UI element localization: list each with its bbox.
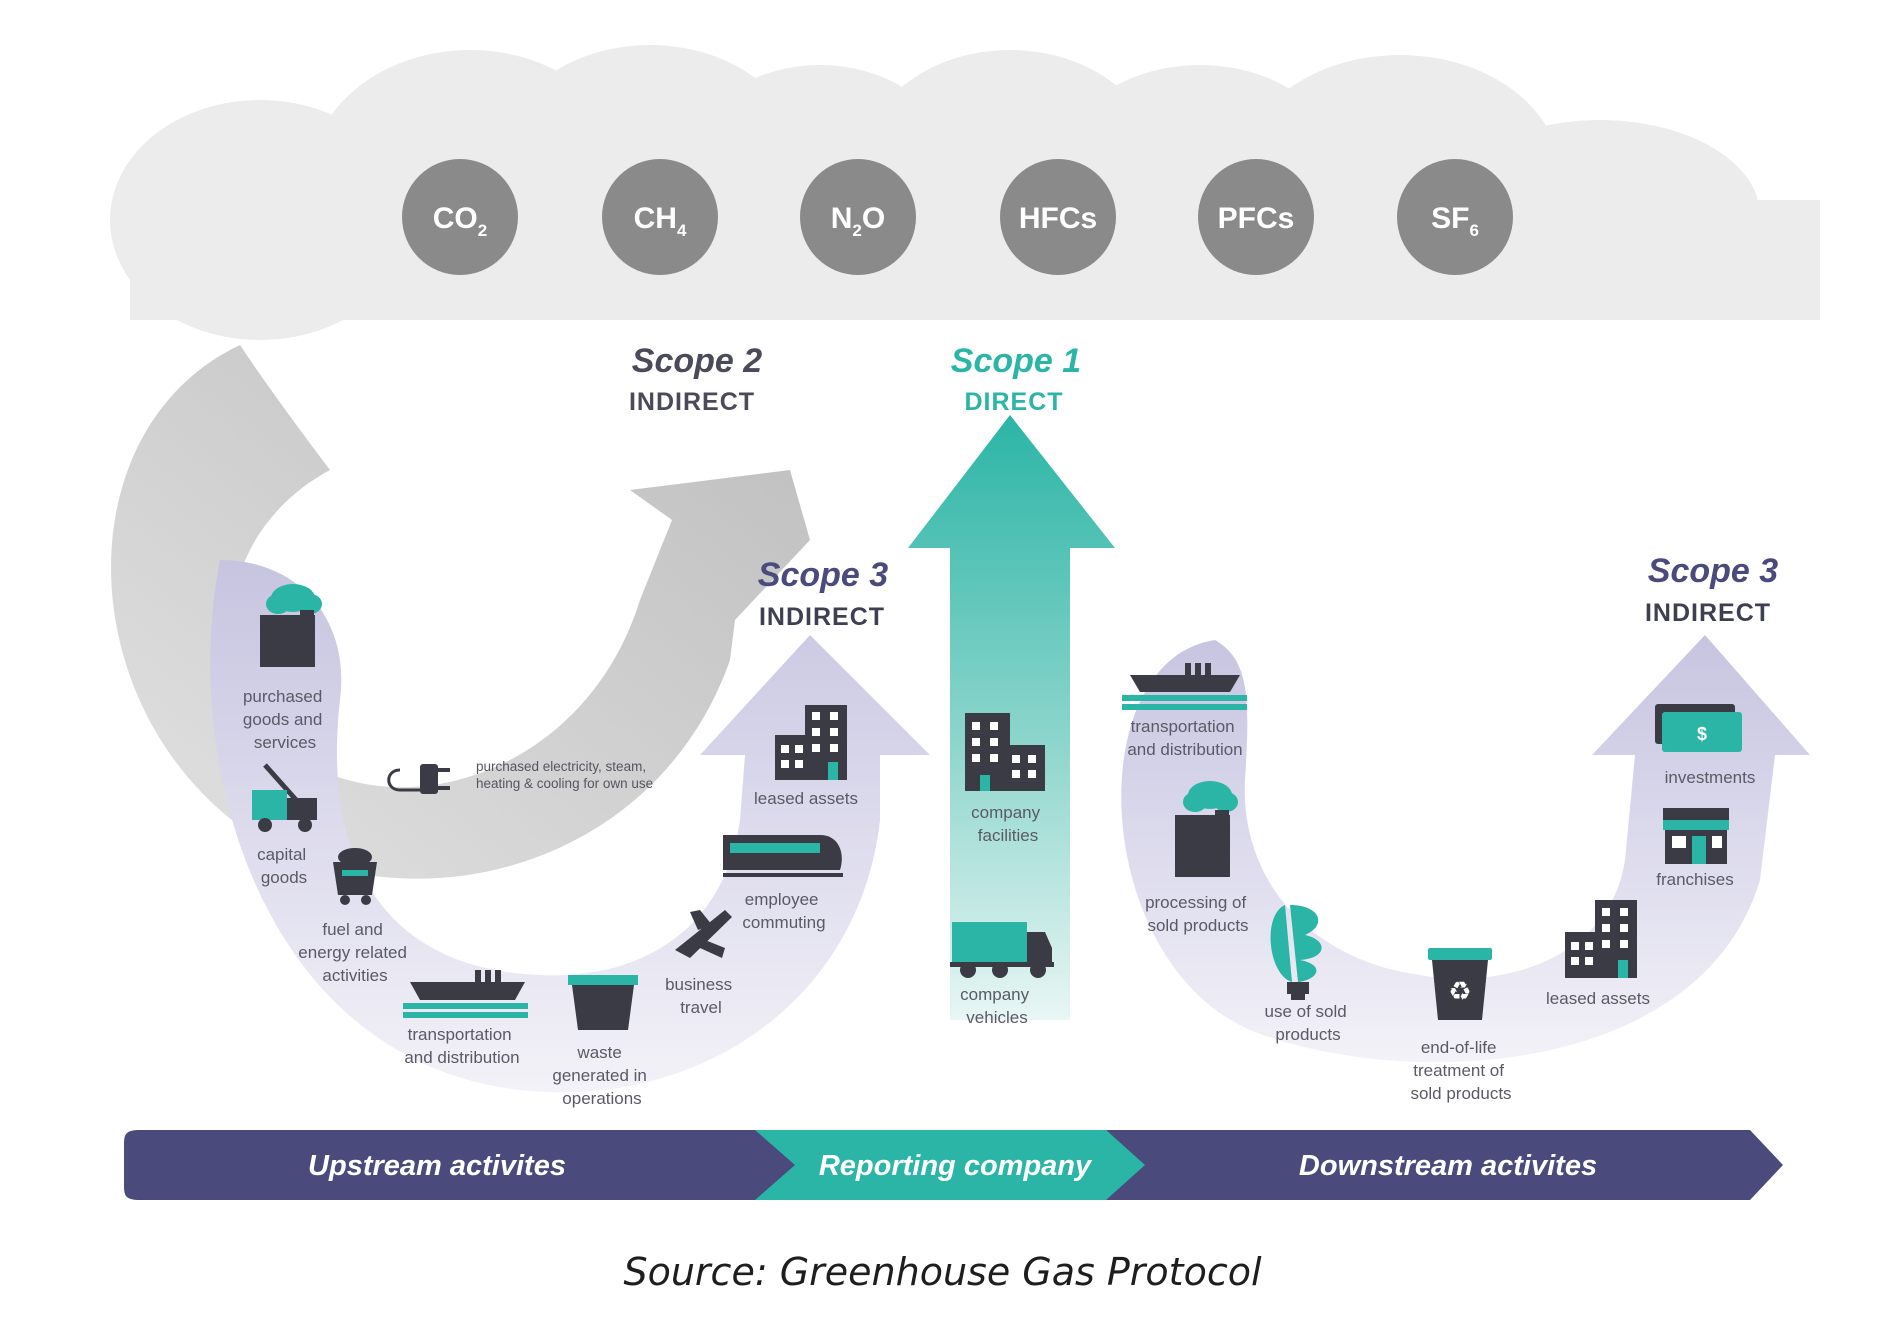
scope2-item-label: purchased electricity, steam, heating & … — [476, 759, 653, 791]
upstream-leased-assets-label: leased assets — [754, 789, 858, 808]
recycle-bin-icon: ♻ — [1428, 948, 1492, 1020]
svg-text:N2O: N2O — [831, 202, 885, 240]
upstream-employee-commuting-label: employee commuting — [742, 890, 825, 932]
upstream-business-travel-label: business travel — [665, 975, 737, 1017]
svg-text:Scope 3: Scope 3 — [1648, 552, 1778, 590]
svg-text:Scope 2: Scope 2 — [632, 342, 762, 380]
ship-icon-downstream — [1122, 663, 1247, 710]
scope3-upstream-label: Scope 3 INDIRECT — [758, 556, 888, 631]
company-facilities-icon — [965, 713, 1045, 791]
gas-n2o: N2O — [800, 159, 916, 275]
gas-circles: CO2 CH4 N2O HFCs PFCs SF6 — [402, 159, 1513, 275]
downstream-end-of-life-label: end-of-life treatment of sold products — [1410, 1038, 1511, 1103]
scope3-upstream-arrow — [210, 560, 931, 1093]
svg-text:INDIRECT: INDIRECT — [759, 603, 885, 631]
downstream-processing-label: processing of sold products — [1145, 893, 1251, 935]
upstream-capital-goods-label: capital goods — [257, 845, 311, 887]
band-reporting-label: Reporting company — [819, 1150, 1093, 1182]
factory-icon-downstream — [1175, 781, 1238, 877]
upstream-purchased-goods-label: purchased goods and services — [243, 687, 327, 752]
plug-icon — [387, 764, 450, 794]
train-icon — [723, 835, 843, 877]
gas-ch4: CH4 — [602, 159, 718, 275]
gas-sf6: SF6 — [1397, 159, 1513, 275]
airplane-icon — [675, 910, 732, 958]
gas-pfcs: PFCs — [1198, 159, 1314, 275]
svg-text:HFCs: HFCs — [1019, 202, 1097, 235]
truck-icon — [950, 922, 1054, 978]
scope1-label: Scope 1 DIRECT — [951, 342, 1081, 416]
upstream-transportation-label: transportation and distribution — [404, 1025, 519, 1067]
gas-hfcs: HFCs — [1000, 159, 1116, 275]
scope3-downstream-arrow — [1121, 635, 1810, 1063]
upstream-waste-label: waste generated in operations — [552, 1043, 651, 1108]
band-upstream-label: Upstream activites — [308, 1150, 566, 1182]
factory-icon — [260, 584, 322, 667]
downstream-investments-label: investments — [1665, 768, 1756, 787]
band-downstream-label: Downstream activites — [1299, 1150, 1597, 1182]
downstream-franchises-label: franchises — [1656, 870, 1733, 889]
upstream-fuel-energy-label: fuel and energy related activities — [298, 920, 411, 985]
svg-text:SF6: SF6 — [1431, 202, 1479, 240]
money-icon: $ — [1655, 704, 1742, 752]
scope3-downstream-label: Scope 3 INDIRECT — [1645, 552, 1778, 627]
svg-text:Scope 3: Scope 3 — [758, 556, 888, 594]
svg-text:$: $ — [1697, 724, 1707, 744]
company-vehicles-label: company vehicles — [960, 985, 1034, 1027]
storefront-icon — [1663, 808, 1729, 864]
svg-text:PFCs: PFCs — [1218, 202, 1295, 235]
svg-text:♻: ♻ — [1448, 977, 1471, 1007]
svg-text:DIRECT: DIRECT — [964, 388, 1063, 416]
cloud-bank — [110, 45, 1820, 340]
scope2-label: Scope 2 INDIRECT — [629, 342, 762, 416]
scope1-arrow — [908, 415, 1115, 1020]
gas-co2: CO2 — [402, 159, 518, 275]
ship-icon — [403, 970, 528, 1018]
svg-text:Scope 1: Scope 1 — [951, 342, 1081, 380]
downstream-transportation-label: transportation and distribution — [1127, 717, 1242, 759]
downstream-use-label: use of sold products — [1265, 1002, 1352, 1044]
building-icon-downstream — [1565, 900, 1637, 978]
svg-text:INDIRECT: INDIRECT — [629, 388, 755, 416]
coal-cart-icon — [333, 848, 377, 905]
activity-band: Upstream activites Reporting company Dow… — [124, 1130, 1783, 1200]
building-icon-upstream — [775, 705, 847, 780]
company-facilities-label: company facilities — [971, 803, 1045, 845]
lightbulb-icon — [1270, 905, 1322, 1000]
waste-bin-icon — [568, 975, 638, 1030]
scope2-arrow — [111, 345, 811, 879]
crane-truck-icon — [252, 763, 317, 832]
svg-text:CO2: CO2 — [433, 202, 487, 240]
downstream-leased-assets-label: leased assets — [1546, 989, 1650, 1008]
source-caption: Source: Greenhouse Gas Protocol — [623, 1250, 1262, 1294]
svg-text:CH4: CH4 — [634, 202, 687, 240]
svg-text:INDIRECT: INDIRECT — [1645, 599, 1771, 627]
